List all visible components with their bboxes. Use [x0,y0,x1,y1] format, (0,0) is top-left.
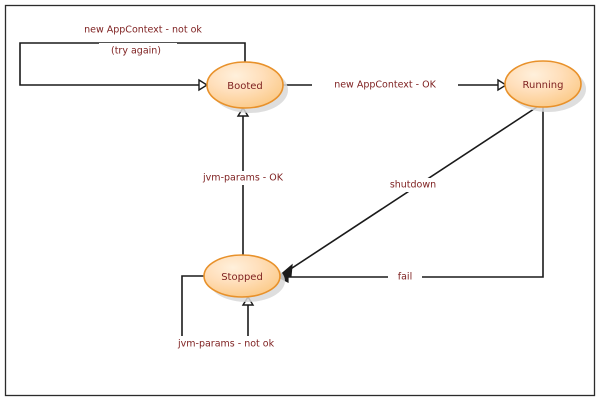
edge-path-fail [281,107,544,278]
state-running-label: Running [523,80,564,91]
transition-booted-to-running[interactable]: new AppContext - OK [283,78,508,92]
state-running-ellipse [504,60,582,108]
transition-stopped-to-booted[interactable]: jvm-params - OK [186,106,302,255]
state-stopped-ellipse [203,254,281,298]
edge-label-booted-self-line1: new AppContext - not ok [84,25,202,36]
transition-booted-self-retry[interactable]: new AppContext - not ok (try again) [19,20,246,92]
label-backdrop-retry-2 [99,43,177,58]
label-backdrop-jvm-ok [186,171,302,185]
transition-running-to-stopped-fail[interactable]: fail [276,107,544,284]
edge-label-jvm-params-not-ok: jvm-params - not ok [177,339,275,350]
transition-running-to-stopped-shutdown[interactable]: shutdown [276,106,538,278]
edge-label-shutdown: shutdown [390,180,436,191]
state-node-running[interactable]: Running [504,60,586,112]
label-backdrop-shutdown [382,178,446,192]
transition-stopped-self-notok[interactable]: jvm-params - not ok [176,275,318,351]
label-backdrop-appcontext-ok [312,78,458,92]
edge-path-booted-self [19,42,246,86]
state-booted-ellipse [206,61,284,109]
arrowhead-booted-self [198,78,209,92]
diagram-frame [4,4,596,397]
edge-label-booted-self-line2: (try again) [111,46,161,57]
label-backdrop-fail [388,270,422,284]
edge-label-new-appcontext-ok: new AppContext - OK [334,80,436,91]
label-backdrop-retry-1 [54,20,232,34]
label-backdrop-jvm-notok [176,336,318,351]
state-node-booted[interactable]: Booted [206,61,288,113]
edge-label-fail: fail [398,272,412,283]
state-stopped-label: Stopped [221,272,263,283]
arrowhead-booted-running [497,78,508,92]
state-booted-label: Booted [227,81,263,92]
state-node-stopped[interactable]: Stopped [203,254,285,302]
edge-label-jvm-params-ok: jvm-params - OK [202,173,284,184]
